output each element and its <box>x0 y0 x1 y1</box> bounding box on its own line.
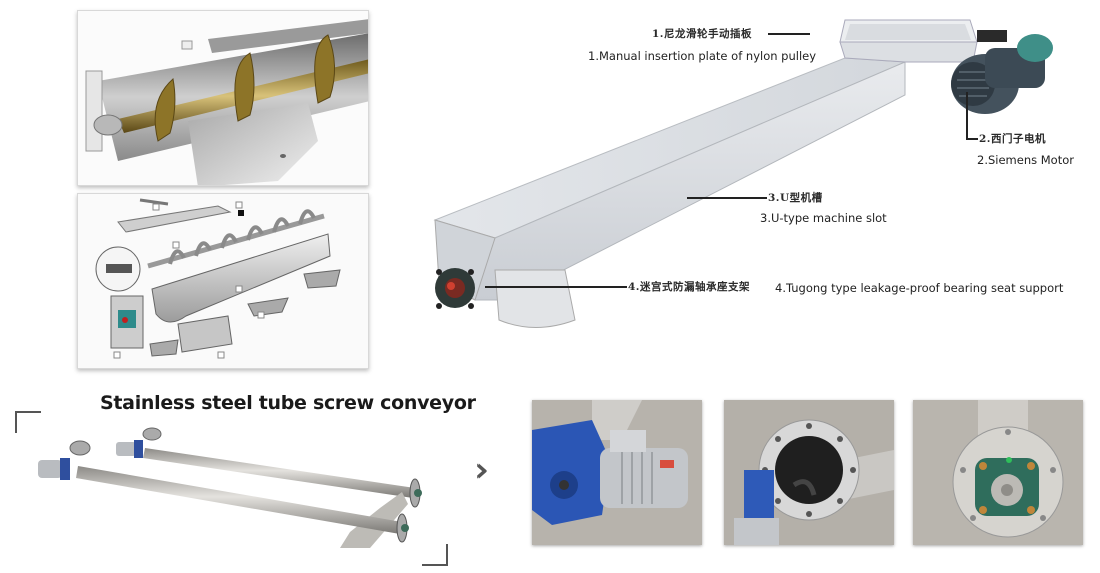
photo-flanged-inlet <box>724 400 894 545</box>
callout-3-cn: 3.U型机槽 <box>768 192 823 204</box>
conveyor-graphic <box>433 19 1053 328</box>
callout-4-cn: 4.迷宫式防漏轴承座支架 <box>628 281 750 293</box>
callout-1-leader <box>768 33 810 35</box>
callout-2-en: 2.Siemens Motor <box>977 153 1074 167</box>
frame-corner-top-left <box>15 411 41 433</box>
callout-1-cn: 1.尼龙滑轮手动插板 <box>652 28 752 40</box>
callout-3-leader <box>687 197 767 199</box>
exploded-parts-diagram <box>77 193 369 369</box>
photo-bearing-seat <box>913 400 1083 545</box>
frame-corner-bottom-right <box>422 544 448 566</box>
callout-2-leader-horizontal <box>966 138 978 140</box>
exploded-diagram-graphic <box>95 198 341 359</box>
flanged-inlet-graphic <box>724 400 894 545</box>
screw-cutaway-graphic <box>85 19 368 185</box>
u-type-conveyor-image: 1.尼龙滑轮手动插板 1.Manual insertion plate of n… <box>425 0 1100 340</box>
bearing-seat-graphic <box>913 400 1083 545</box>
stainless-section-title: Stainless steel tube screw conveyor <box>100 392 476 414</box>
callout-2-leader-vertical <box>966 92 968 140</box>
double-chevron-right-icon: ›› <box>474 450 490 490</box>
callout-2-cn: 2.西门子电机 <box>979 133 1046 145</box>
photo-gear-motor <box>532 400 702 545</box>
cutaway-illustration <box>77 10 369 186</box>
tube-conveyor-graphic <box>38 427 422 548</box>
callout-4-en: 4.Tugong type leakage-proof bearing seat… <box>775 281 1064 295</box>
stainless-tube-conveyor-image <box>30 420 430 560</box>
callout-3-en: 3.U-type machine slot <box>760 211 887 225</box>
callout-1-en: 1.Manual insertion plate of nylon pulley <box>588 49 817 63</box>
gear-motor-graphic <box>532 400 702 545</box>
callout-4-leader <box>485 286 627 288</box>
